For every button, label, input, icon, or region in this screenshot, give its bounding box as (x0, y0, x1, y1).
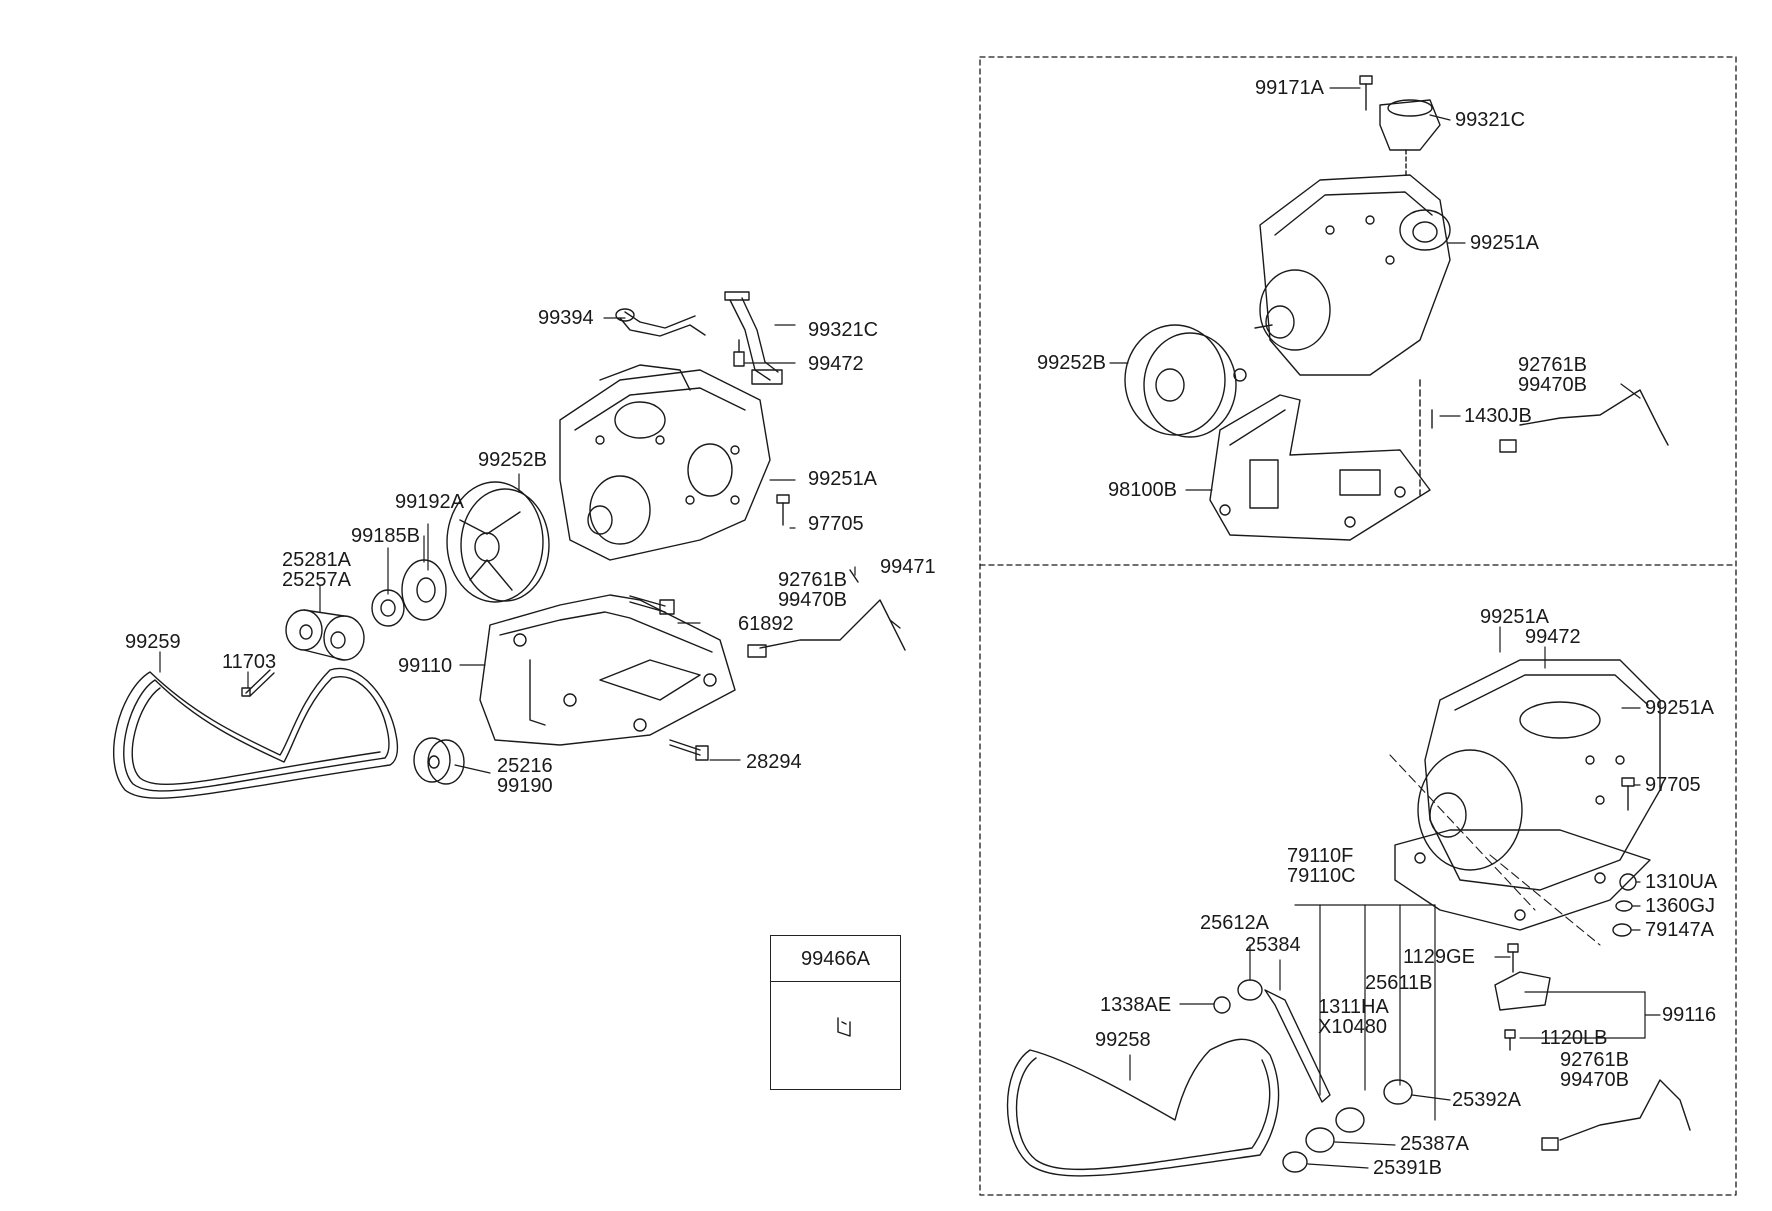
callout-11703: 11703 (222, 651, 277, 673)
callout-1311ha-x10480: 1311HA X10480 (1318, 997, 1389, 1037)
compressor-99251a-left (559, 364, 771, 561)
callout-79110f: 79110F (1287, 845, 1354, 867)
bolt-99171a (1359, 75, 1373, 111)
pipe-99321c (724, 291, 783, 385)
callout-79110c: 79110C (1287, 865, 1356, 887)
callout-25391b: 25391B (1373, 1157, 1442, 1179)
callout-99252b: 99252B (478, 449, 547, 471)
callout-97705: 97705 (808, 513, 864, 535)
callout-61892: 61892 (738, 613, 794, 635)
leader-lines-left (159, 317, 856, 774)
bracket-99110 (479, 594, 736, 746)
compressor-99251a-bottom (1417, 659, 1661, 891)
callout-99251a-bottom-right: 99251A (1645, 697, 1714, 719)
callout-1311ha: 1311HA (1318, 996, 1389, 1018)
callout-1129ge: 1129GE (1403, 946, 1475, 968)
fitting-99472 (733, 339, 745, 367)
callout-92761b-99470b-top: 92761B 99470B (1518, 355, 1587, 395)
callout-25257a: 25257A (282, 569, 351, 591)
callout-99470b: 99470B (778, 589, 847, 611)
callout-79110f-79110c: 79110F 79110C (1287, 846, 1356, 886)
callout-79147a: 79147A (1645, 919, 1714, 941)
pipe-99394 (615, 308, 706, 337)
callout-28294: 28294 (746, 751, 802, 773)
callout-99252b-top: 99252B (1037, 352, 1106, 374)
callout-99110: 99110 (398, 655, 453, 677)
panel-frames (979, 56, 1737, 1196)
bolt-97705-left (776, 494, 790, 526)
base-plate-bottom (1394, 829, 1651, 931)
callout-99472-bottom: 99472 (1525, 626, 1581, 648)
callout-25281a-25257a: 25281A 25257A (282, 550, 351, 590)
callout-1120lb: 1120LB (1540, 1027, 1608, 1049)
callout-99321c: 99321C (808, 319, 879, 341)
idler-25216 (413, 737, 465, 785)
callout-25216: 25216 (497, 755, 553, 777)
callout-98100b: 98100B (1108, 479, 1177, 501)
callout-99190: 99190 (497, 775, 553, 797)
leader-lines-bottom-right (1129, 626, 1661, 1169)
callout-97705-bottom: 97705 (1645, 774, 1701, 796)
legend-box-99466a: 99466A (770, 935, 901, 1090)
center-lines (1389, 754, 1601, 946)
plate-99192a (401, 559, 447, 621)
right-panel-frame (979, 56, 1737, 1196)
callout-99258: 99258 (1095, 1029, 1151, 1051)
belt-99258 (1006, 1038, 1280, 1177)
callout-99472: 99472 (808, 353, 864, 375)
callout-92761b-99470b: 92761B 99470B (778, 570, 847, 610)
spacer-99185b (371, 589, 405, 627)
sensor-92761b-bottom (1541, 1079, 1691, 1151)
bolt-28294 (669, 739, 709, 761)
callout-99470b-top: 99470B (1518, 374, 1587, 396)
callout-92761b: 92761B (778, 569, 847, 591)
leader-lines-top-right (1109, 87, 1641, 491)
compressor-99251a-top (1254, 174, 1451, 376)
callout-x10480: X10480 (1318, 1016, 1387, 1038)
idler-pulley-25281a (285, 609, 365, 661)
callout-99171a: 99171A (1255, 77, 1324, 99)
callout-99192a: 99192A (395, 491, 464, 513)
callout-99470b-bottom: 99470B (1560, 1069, 1629, 1091)
callout-99251a-top: 99251A (1470, 232, 1539, 254)
legend-title: 99466A (771, 936, 900, 982)
callout-92761b-bottom: 92761B (1560, 1049, 1629, 1071)
callout-25387a: 25387A (1400, 1133, 1469, 1155)
sensor-92761b (747, 569, 906, 658)
fitting-99321c-top (1379, 99, 1441, 176)
callout-25216-99190: 25216 99190 (497, 756, 553, 796)
callout-92761b-top: 92761B (1518, 354, 1587, 376)
callout-99185b: 99185B (351, 525, 420, 547)
callout-25611b: 25611B (1365, 972, 1433, 994)
callout-25392a: 25392A (1452, 1089, 1521, 1111)
callout-99251a: 99251A (808, 468, 877, 490)
clip-icon (837, 1017, 851, 1037)
pulley-99252b (446, 481, 550, 603)
callout-99394: 99394 (538, 307, 594, 329)
sensor-92761b-top (1499, 389, 1669, 453)
callout-1310ua: 1310UA (1645, 871, 1718, 893)
callout-99116: 99116 (1662, 1004, 1717, 1026)
callout-1430jb: 1430JB (1464, 405, 1532, 427)
callout-1338ae: 1338AE (1100, 994, 1172, 1016)
callout-25281a: 25281A (282, 549, 351, 571)
callout-99259: 99259 (125, 631, 181, 653)
bolt-11703 (241, 669, 275, 697)
callout-99251a-bottom-top: 99251A (1480, 606, 1549, 628)
callout-99321c-top: 99321C (1455, 109, 1526, 131)
callout-25612a: 25612A (1200, 912, 1269, 934)
bolt-61892 (629, 595, 675, 615)
callout-92761b-99470b-bottom: 92761B 99470B (1560, 1050, 1629, 1090)
callout-99471: 99471 (880, 556, 936, 578)
pulley-99252b-top (1124, 324, 1247, 438)
callout-1360gj: 1360GJ (1645, 895, 1716, 917)
bracket-98100b (1209, 379, 1431, 541)
callout-25384: 25384 (1245, 934, 1301, 956)
belt-99259 (112, 667, 399, 799)
hardware-bottom (1507, 777, 1637, 973)
